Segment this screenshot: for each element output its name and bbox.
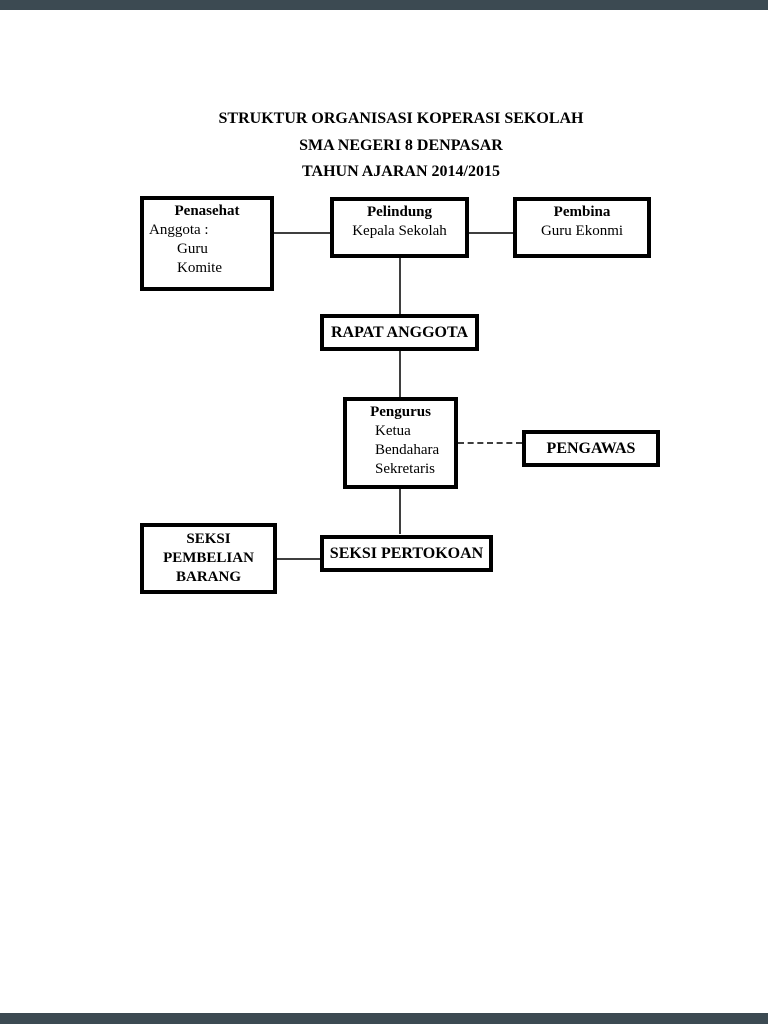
node-pembina-line: Guru Ekonmi (540, 223, 624, 239)
doc-title-line-3: TAHUN AJARAN 2014/2015 (302, 163, 500, 180)
doc-title-line-2: SMA NEGERI 8 DENPASAR (299, 137, 503, 154)
doc-title-line-1: STRUKTUR ORGANISASI KOPERASI SEKOLAH (218, 110, 584, 127)
node-seksi-pembelian-line: PEMBELIAN (163, 550, 254, 566)
node-pelindung-line: Kepala Sekolah (352, 223, 447, 239)
node-pengurus-line: Sekretaris (375, 461, 435, 477)
node-rapat-anggota: RAPAT ANGGOTA (320, 314, 479, 351)
connector-rapat-anggota-pengurus (399, 351, 401, 397)
node-pengurus-line: Bendahara (375, 442, 440, 458)
node-seksi-pembelian-line: SEKSI (186, 531, 231, 547)
node-penasehat-heading: Penasehat (174, 203, 240, 219)
viewer-bottom-bar (0, 1013, 768, 1024)
connector-seksi-pembelian-seksi-pertokoan (277, 558, 320, 560)
node-pengawas-heading: PENGAWAS (546, 439, 636, 457)
node-rapat-anggota-heading: RAPAT ANGGOTA (330, 323, 469, 341)
node-penasehat-line: Guru (177, 241, 208, 257)
node-penasehat-line: Anggota : (149, 222, 209, 238)
node-pelindung-heading: Pelindung (366, 204, 433, 220)
connector-pengurus-seksi-pertokoan (399, 489, 401, 534)
node-seksi-pertokoan-heading: SEKSI PERTOKOAN (329, 544, 484, 562)
node-pelindung: Pelindung Kepala Sekolah (330, 197, 469, 258)
node-seksi-pertokoan: SEKSI PERTOKOAN (320, 535, 493, 572)
node-pengurus: Pengurus Ketua Bendahara Sekretaris (343, 397, 458, 489)
node-pengurus-line: Ketua (375, 423, 411, 439)
node-pengawas: PENGAWAS (522, 430, 660, 467)
node-seksi-pembelian-barang: SEKSI PEMBELIAN BARANG (140, 523, 277, 594)
node-pembina: Pembina Guru Ekonmi (513, 197, 651, 258)
viewer-top-bar (0, 0, 768, 10)
node-pengurus-heading: Pengurus (370, 404, 431, 420)
connector-pengurus-pengawas-dashed (458, 442, 522, 444)
node-penasehat-line: Komite (177, 260, 222, 276)
node-seksi-pembelian-line: BARANG (175, 569, 241, 585)
connector-pelindung-pembina (469, 232, 513, 234)
node-penasehat: Penasehat Anggota : Guru Komite (140, 196, 274, 291)
connector-pelindung-rapat-anggota (399, 258, 401, 314)
connector-penasehat-pelindung (274, 232, 330, 234)
node-pembina-heading: Pembina (553, 204, 611, 220)
